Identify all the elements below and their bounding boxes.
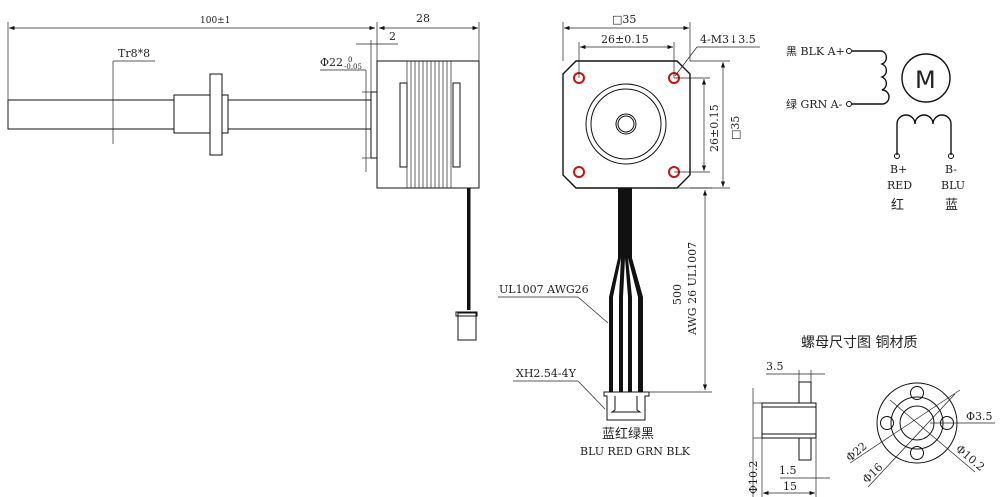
b-plus-color: RED bbox=[887, 179, 912, 192]
b-plus-cn: 红 bbox=[891, 197, 904, 213]
flange-diameter-dim: Φ22 bbox=[844, 440, 870, 465]
mount-hole bbox=[573, 166, 585, 178]
pcd-dim: Φ16 bbox=[860, 461, 885, 486]
motor-symbol: M bbox=[915, 66, 936, 94]
wiring-diagram: 黑 BLK A+ 绿 GRN A- M B+ RED 红 B- BLU 蓝 bbox=[786, 45, 965, 213]
b-minus-color: BLU bbox=[941, 179, 965, 192]
front-view: □35 26±0.15 4-M3↓3.5 26±0.15 □35 bbox=[562, 13, 760, 189]
thread-spec: Tr8*8 bbox=[118, 47, 150, 60]
coil-b bbox=[896, 114, 952, 155]
leadscrew bbox=[7, 99, 372, 130]
cable-length-dim: 500 bbox=[671, 284, 684, 305]
overall-length-dim: 100±1 bbox=[200, 16, 230, 26]
boss-diameter-dim: Φ22 bbox=[320, 56, 343, 69]
wire-spec-vertical: AWG 26 UL1007 bbox=[686, 242, 699, 336]
shaft bbox=[615, 113, 637, 135]
nut-side bbox=[173, 73, 229, 156]
offset-dim: 1.5 bbox=[779, 464, 797, 477]
length-dim: 15 bbox=[783, 480, 797, 493]
nut-detail: 螺母尺寸图 铜材质 3.5 Φ10.2 1.5 15 Φ3.5 Φ22 Φ16 … bbox=[747, 335, 995, 497]
connector bbox=[603, 391, 650, 421]
boss-height-dim: 2 bbox=[389, 30, 396, 43]
b-minus-label: B- bbox=[945, 163, 957, 176]
a-plus-label: 黑 BLK A+ bbox=[786, 45, 845, 58]
frame-size-top: □35 bbox=[612, 13, 636, 26]
a-minus-label: 绿 GRN A- bbox=[786, 97, 843, 111]
connector-label: XH2.54-4Y bbox=[516, 367, 577, 380]
wire-colors-cn: 蓝红绿黑 bbox=[602, 426, 654, 442]
flange-thickness-dim: 3.5 bbox=[766, 360, 784, 373]
nut-front bbox=[849, 382, 995, 488]
wire-label: UL1007 AWG26 bbox=[499, 283, 589, 296]
motor-length-dim: 28 bbox=[416, 12, 430, 25]
boss-tol-upper: 0 bbox=[348, 56, 352, 64]
hole-pitch-side: 26±0.15 bbox=[708, 104, 721, 152]
cable: 500 AWG 26 UL1007 UL1007 AWG26 XH2.54-4Y… bbox=[498, 187, 712, 458]
body-diameter-dim: Φ10.2 bbox=[747, 460, 760, 494]
nut-title: 螺母尺寸图 铜材质 bbox=[801, 335, 917, 351]
hole-pitch-top: 26±0.15 bbox=[601, 33, 649, 46]
b-minus-cn: 蓝 bbox=[945, 198, 958, 213]
motor-wire bbox=[455, 188, 478, 341]
side-view: 100±1 28 2 Φ22 0 -0.05 Tr8*8 bbox=[7, 12, 480, 341]
frame-size-side: □35 bbox=[729, 116, 742, 140]
nut-side-section bbox=[761, 381, 817, 461]
wire-colors-en: BLU RED GRN BLK bbox=[580, 445, 691, 458]
motor-body-side bbox=[370, 60, 480, 189]
boss bbox=[585, 83, 667, 165]
boss-tol-lower: -0.05 bbox=[344, 63, 362, 71]
motor-symbol-circle bbox=[901, 53, 951, 103]
b-plus-label: B+ bbox=[890, 163, 907, 176]
hole-diameter-dim: Φ3.5 bbox=[966, 410, 993, 423]
mount-holes-callout: 4-M3↓3.5 bbox=[700, 33, 756, 46]
coil-a bbox=[852, 50, 890, 105]
